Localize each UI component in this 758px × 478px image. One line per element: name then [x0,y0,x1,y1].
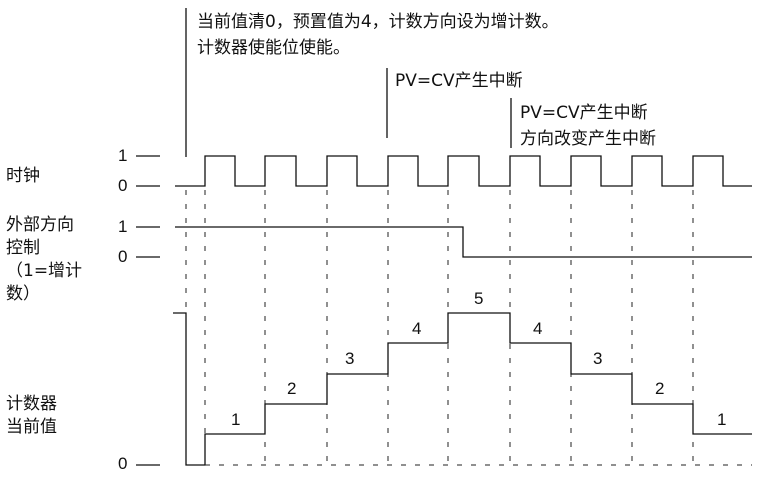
direction-high-level: 1 [118,217,127,236]
clock-waveform [175,155,752,187]
counter-value-1: 1 [231,410,240,429]
counter-zero-level: 0 [118,454,127,473]
counter-value-4b: 4 [533,319,542,338]
clock-high-level: 1 [118,146,127,165]
counter-value-3: 3 [345,349,354,368]
counter-label-1: 计数器 [6,394,57,414]
counter-label-2: 当前值 [6,417,57,437]
annotation-direction-interrupt: 方向改变产生中断 [520,129,656,149]
direction-waveform [175,226,752,258]
edge-guides [185,190,694,470]
direction-label-3: （1=增计 [6,261,82,281]
clock-label: 时钟 [6,166,40,186]
counter-waveform [173,312,752,466]
direction-low-level: 0 [118,247,127,266]
counter-value-1b: 1 [717,410,726,429]
counter-value-2b: 2 [655,379,664,398]
annotation-reset-preset: 当前值清0，预置值为4，计数方向设为增计数。 [197,12,559,32]
counter-value-4: 4 [412,319,421,338]
annotation-interrupt-2: PV=CV产生中断 [520,103,648,123]
direction-label-2: 控制 [6,238,40,258]
clock-low-level: 0 [118,176,127,195]
counter-value-2: 2 [287,379,296,398]
direction-label-1: 外部方向 [6,215,74,235]
counter-value-3b: 3 [593,349,602,368]
direction-label-4: 数） [6,284,40,304]
annotation-enable: 计数器使能位使能。 [197,37,350,58]
annotation-interrupt-1: PV=CV产生中断 [395,71,523,91]
counter-value-5: 5 [474,289,483,308]
